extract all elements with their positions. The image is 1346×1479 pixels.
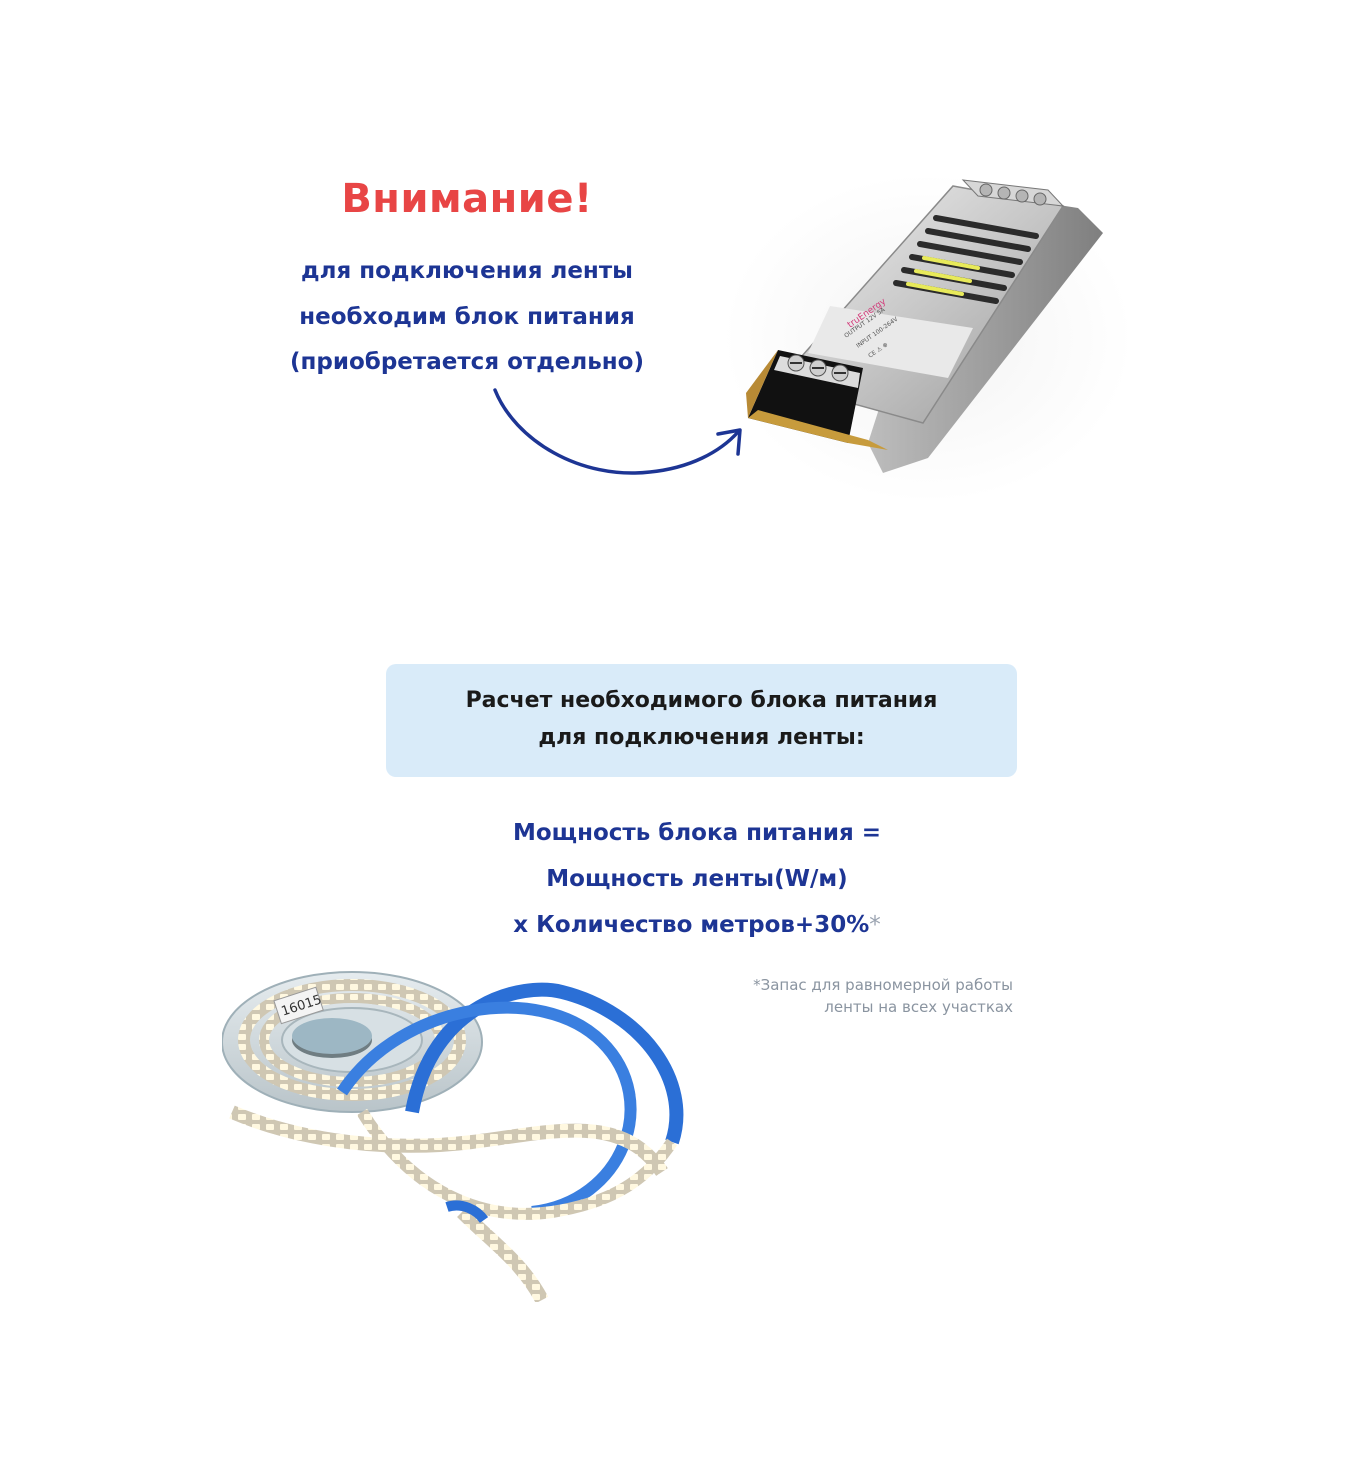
- attention-line-2: необходим блок питания: [299, 304, 635, 330]
- calculation-heading-box: Расчет необходимого блока питания для по…: [386, 664, 1017, 777]
- note-line-1: *Запас для равномерной работы: [753, 976, 1013, 994]
- attention-title: Внимание!: [341, 176, 593, 222]
- note-line-2: ленты на всех участках: [824, 998, 1013, 1016]
- calculation-heading-line-2: для подключения ленты:: [538, 725, 865, 750]
- formula-line-3-text: x Количество метров+30%: [513, 912, 870, 938]
- power-supply-image: truEnergy OUTPUT 12V 5A INPUT 100-264V C…: [723, 178, 1128, 503]
- led-strip-image: 16015: [222, 971, 684, 1302]
- curved-arrow-icon: [493, 388, 742, 475]
- formula-line-3: x Количество метров+30%*: [447, 912, 947, 938]
- attention-line-1: для подключения ленты: [301, 258, 633, 284]
- calculation-heading-line-1: Расчет необходимого блока питания: [465, 688, 938, 713]
- attention-line-3: (приобретается отдельно): [290, 349, 644, 375]
- formula-line-2: Мощность ленты(W/м): [546, 866, 848, 892]
- footnote-mark: *: [869, 912, 881, 938]
- formula-line-1: Мощность блока питания =: [512, 820, 882, 846]
